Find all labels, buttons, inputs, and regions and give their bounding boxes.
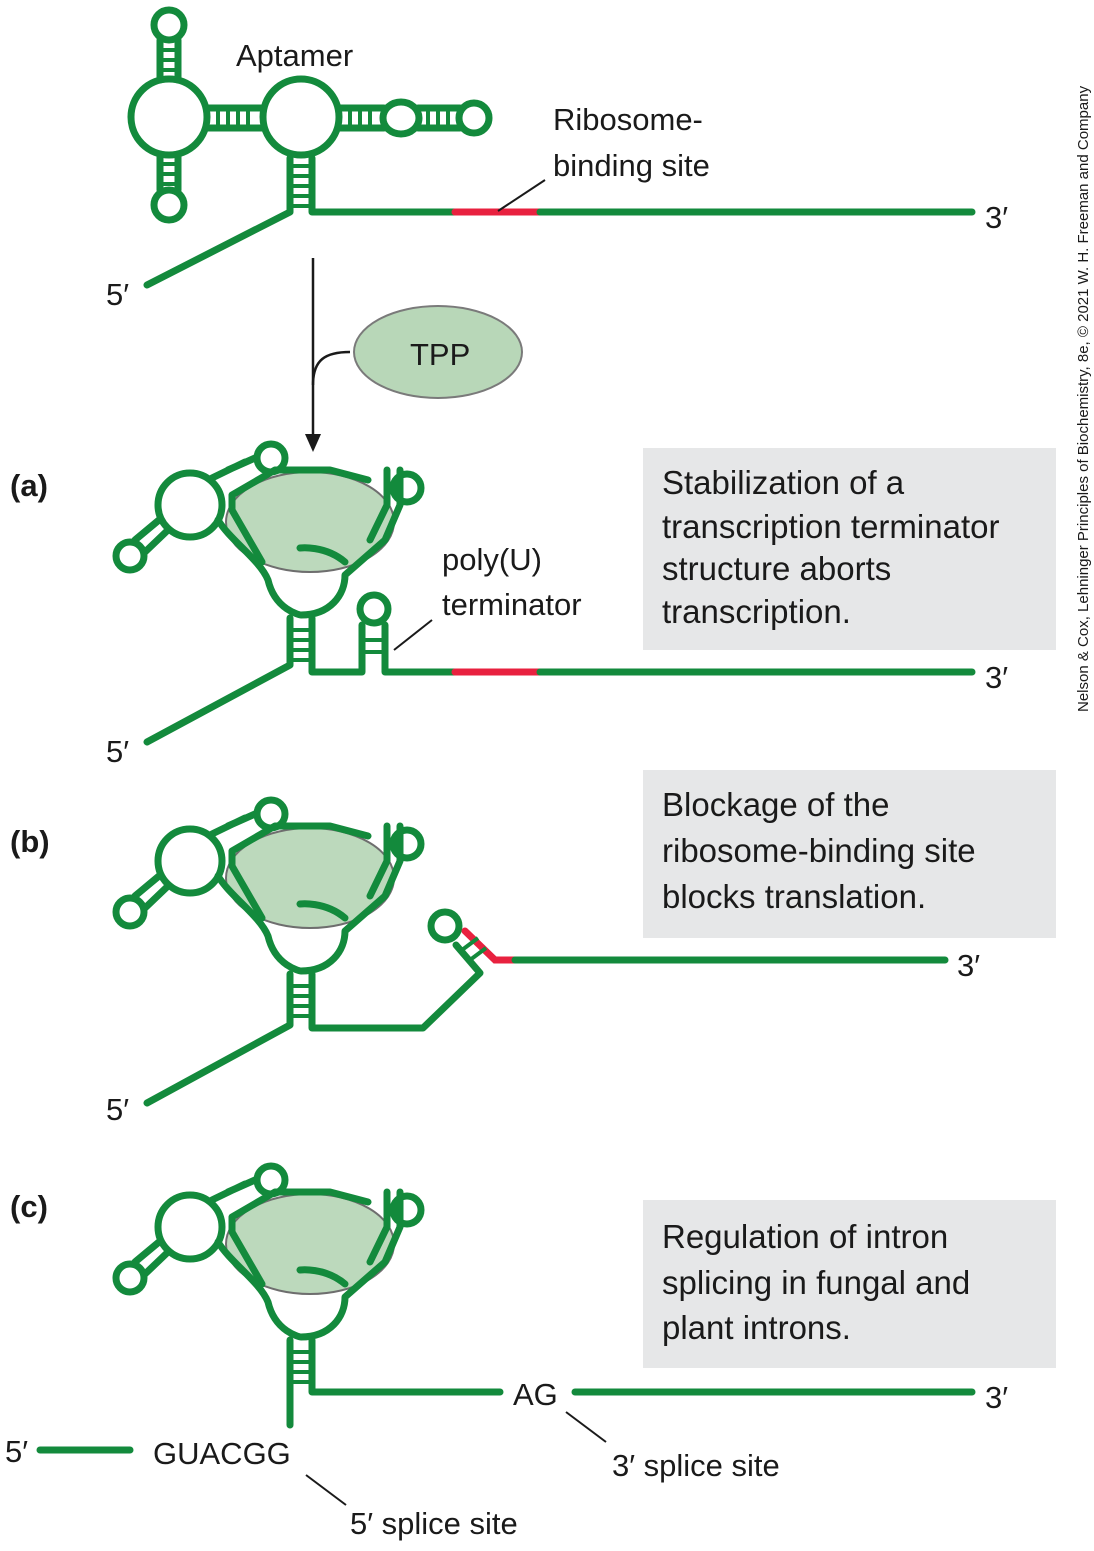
panel-a-note-line3: structure aborts bbox=[662, 550, 891, 587]
panel-a-note-line4: transcription. bbox=[662, 593, 851, 630]
three-splice-leader bbox=[565, 1411, 607, 1443]
bound-aptamer-b bbox=[112, 796, 949, 1107]
free-aptamer bbox=[127, 6, 976, 289]
ag-label: AG bbox=[513, 1377, 558, 1412]
five-prime-a: 5′ bbox=[106, 734, 129, 769]
panel-c-letter: (c) bbox=[10, 1189, 48, 1224]
panel-c-note-box bbox=[643, 1200, 1056, 1368]
tpp-label: TPP bbox=[410, 337, 470, 372]
panel-b-note-line2: ribosome-binding site bbox=[662, 832, 976, 869]
rbs-label-line2: binding site bbox=[553, 148, 710, 183]
panel-b-note-box bbox=[643, 770, 1056, 938]
guacgg-label: GUACGG bbox=[153, 1436, 291, 1471]
bound-aptamer-a bbox=[112, 440, 976, 746]
five-prime-top: 5′ bbox=[106, 277, 129, 312]
base-stem-top bbox=[290, 164, 312, 208]
three-splice-label: 3′ splice site bbox=[612, 1448, 780, 1483]
tpp-binding-arrow bbox=[305, 258, 351, 452]
five-prime-c: 5′ bbox=[5, 1434, 28, 1469]
panel-b-note-line3: blocks translation. bbox=[662, 878, 926, 915]
panel-c-note-line2: splicing in fungal and bbox=[662, 1264, 970, 1301]
poly-u-label-line1: poly(U) bbox=[442, 542, 542, 577]
panel-c-note-line1: Regulation of intron bbox=[662, 1218, 948, 1255]
panel-a-note-line2: transcription terminator bbox=[662, 508, 999, 545]
three-prime-a: 3′ bbox=[985, 660, 1008, 695]
panel-b-letter: (b) bbox=[10, 824, 50, 859]
three-prime-c: 3′ bbox=[985, 1380, 1008, 1415]
three-prime-top: 3′ bbox=[985, 200, 1008, 235]
five-splice-leader bbox=[305, 1474, 347, 1506]
poly-u-label-line2: terminator bbox=[442, 587, 582, 622]
tpp-ligand bbox=[353, 305, 523, 399]
poly-u-leader bbox=[393, 619, 433, 651]
aptamer-label: Aptamer bbox=[236, 38, 353, 73]
panel-a-note-box bbox=[643, 448, 1056, 650]
panel-c-note-line3: plant introns. bbox=[662, 1309, 851, 1346]
five-prime-b: 5′ bbox=[106, 1092, 129, 1127]
rbs-leader bbox=[497, 179, 546, 212]
panel-a-letter: (a) bbox=[10, 468, 48, 503]
bound-aptamer-c bbox=[36, 1162, 976, 1454]
rbs-label-line1: Ribosome- bbox=[553, 102, 703, 137]
credit-line: Nelson & Cox, Lehninger Principles of Bi… bbox=[1075, 85, 1092, 712]
panel-b-note-line1: Blockage of the bbox=[662, 786, 890, 823]
five-splice-label: 5′ splice site bbox=[350, 1506, 518, 1541]
three-prime-b: 3′ bbox=[957, 948, 980, 983]
panel-a-note-line1: Stabilization of a bbox=[662, 464, 905, 501]
